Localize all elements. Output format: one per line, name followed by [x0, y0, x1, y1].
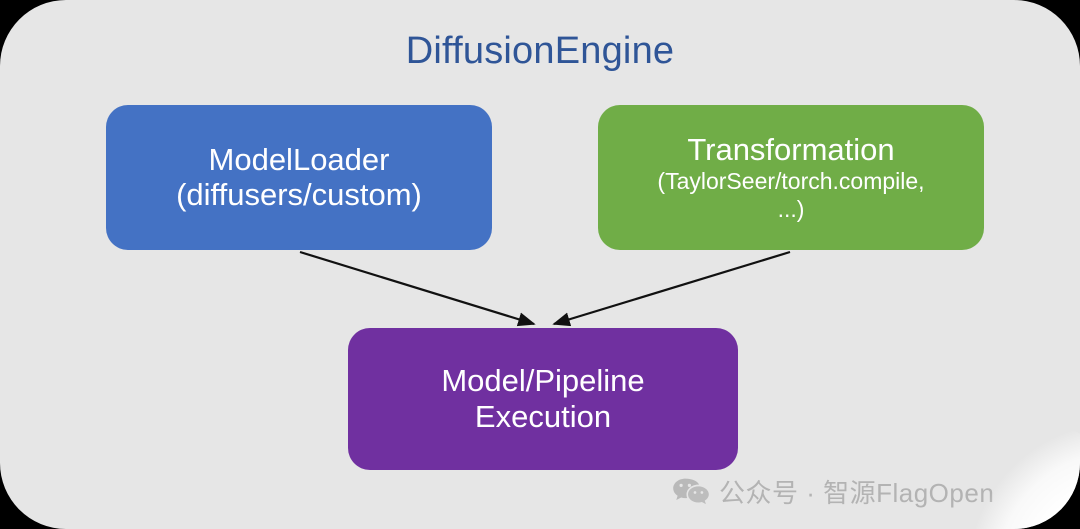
- node-execution-title-line2: Execution: [474, 399, 612, 434]
- node-model-loader-title: ModelLoader: [208, 141, 390, 177]
- node-model-loader[interactable]: ModelLoader (diffusers/custom): [106, 105, 492, 250]
- edge-transformation-to-execution: [552, 250, 791, 327]
- node-transformation-title: Transformation: [687, 132, 895, 168]
- watermark: 公众号 · 智源FlagOpen: [672, 473, 994, 510]
- node-model-loader-subtitle: (diffusers/custom): [176, 176, 422, 212]
- edge-loader-to-execution: [299, 250, 536, 327]
- wechat-icon: [673, 478, 709, 504]
- watermark-text: 公众号 · 智源FlagOpen: [719, 478, 995, 508]
- node-transformation[interactable]: Transformation (TaylorSeer/torch.compile…: [598, 105, 984, 250]
- node-execution-title: Model/Pipeline: [441, 363, 645, 399]
- node-transformation-subtitle: (TaylorSeer/torch.compile,: [657, 168, 925, 195]
- node-execution[interactable]: Model/Pipeline Execution: [348, 328, 738, 470]
- node-transformation-subtitle-line2: ...): [777, 195, 805, 222]
- page-title: DiffusionEngine: [405, 30, 675, 72]
